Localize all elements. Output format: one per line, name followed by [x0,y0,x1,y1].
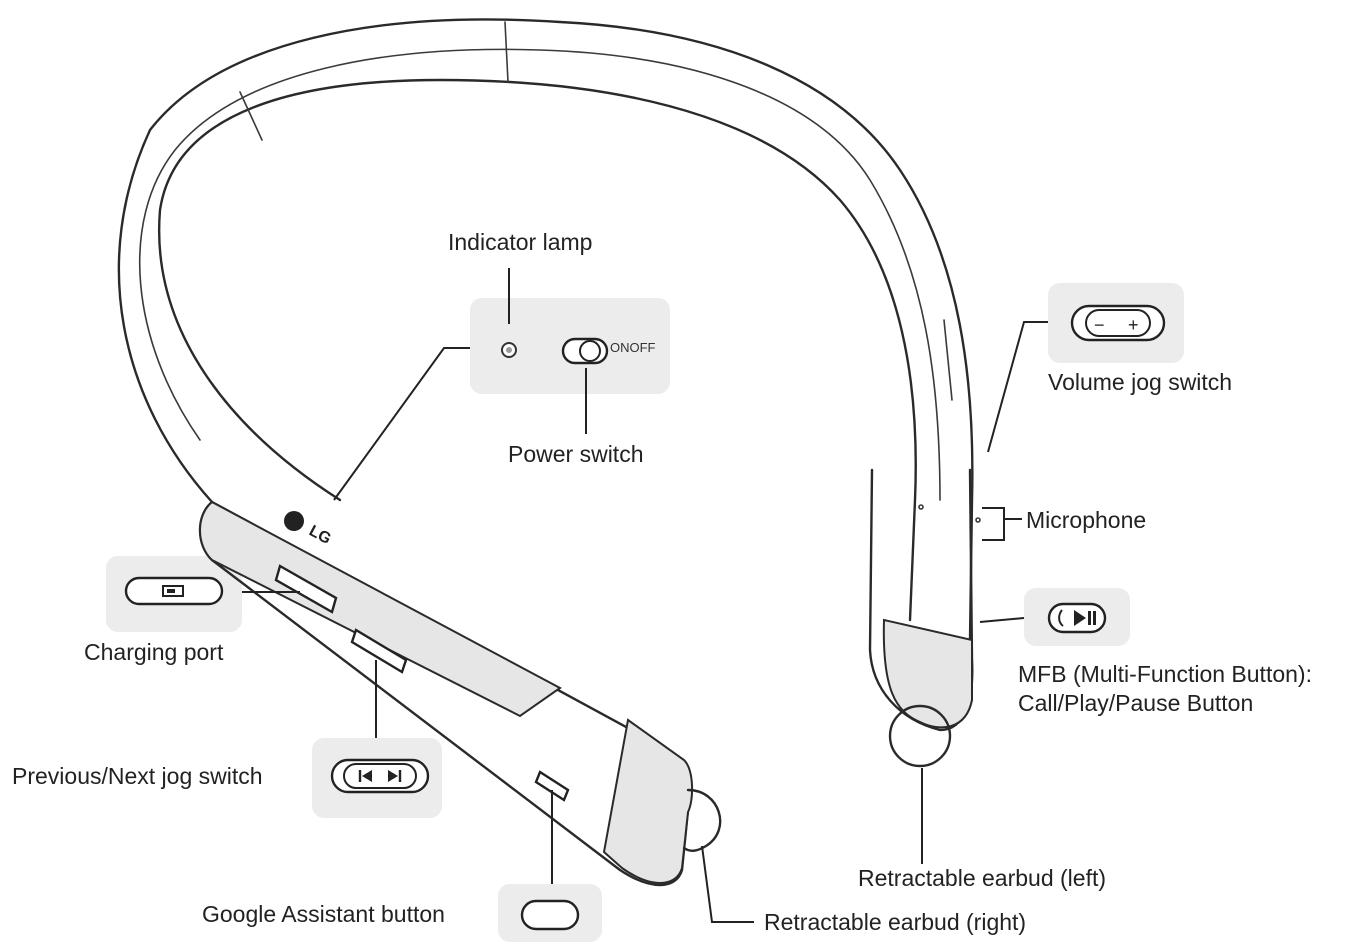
charging-port-icon [126,578,222,604]
earbud-right-label: Retractable earbud (right) [764,908,1026,937]
google-assistant-button-label: Google Assistant button [202,900,445,929]
volume-jog-switch-icon [1072,306,1164,340]
prev-next-jog-switch-icon [332,760,428,792]
volume-jog-switch-label: Volume jog switch [1048,368,1232,397]
mfb-label-line2: Call/Play/Pause Button [1018,689,1312,718]
left-neckband-arm [870,320,980,730]
volume-minus-icon: − [1094,315,1105,335]
charging-port-label: Charging port [84,638,223,667]
previous-next-jog-switch-label: Previous/Next jog switch [12,762,263,791]
google-assistant-icon [522,901,578,929]
on-off-label: ONOFF [610,340,656,355]
right-neckband-arm: LG [200,502,692,885]
volume-plus-icon: + [1128,315,1139,335]
lg-logo-dot [284,511,304,531]
power-switch-label: Power switch [508,440,643,469]
earbud-left-label: Retractable earbud (left) [858,864,1106,893]
mfb-label: MFB (Multi-Function Button): Call/Play/P… [1018,660,1312,718]
mfb-label-line1: MFB (Multi-Function Button): [1018,660,1312,689]
mfb-icon [1049,604,1105,632]
microphone-label: Microphone [1026,506,1146,535]
power-switch-icon [563,339,607,363]
lg-logo: LG [306,523,334,548]
indicator-lamp-label: Indicator lamp [448,228,592,257]
